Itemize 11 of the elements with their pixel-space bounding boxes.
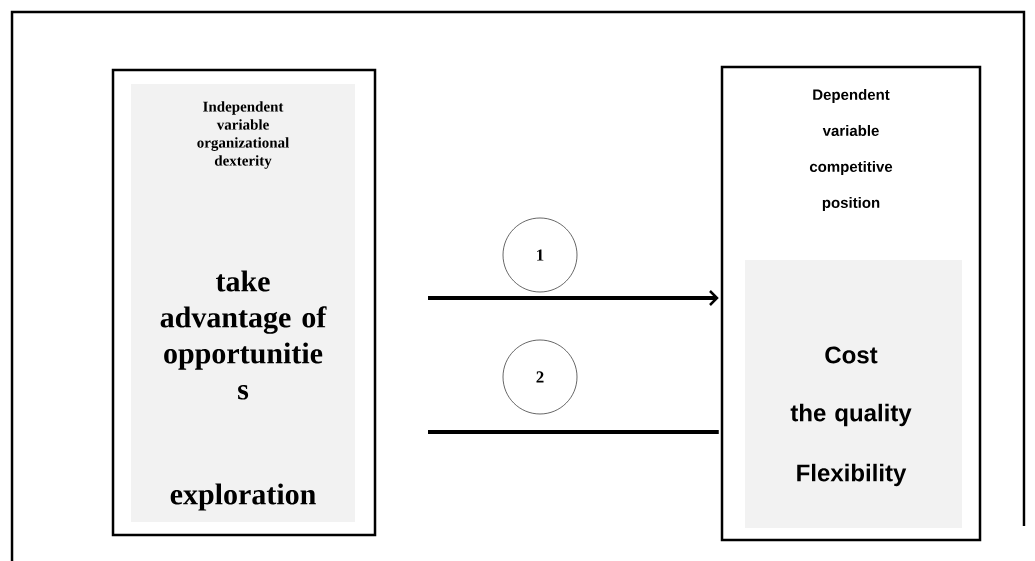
connector	[428, 290, 719, 306]
variable-box	[720, 65, 982, 542]
body-text: Flexibility	[797, 463, 907, 487]
heading-text: Independent variable organizational dexterity	[197, 101, 289, 169]
body-text: take advantage of opportunitie s	[160, 270, 327, 400]
variable-box	[111, 68, 377, 537]
connector	[428, 430, 719, 434]
body-text: the quality	[790, 403, 912, 427]
body-text: exploration	[170, 483, 316, 511]
body-text: Cost	[825, 346, 878, 364]
heading-text: Dependent variable competitive position	[809, 89, 893, 211]
